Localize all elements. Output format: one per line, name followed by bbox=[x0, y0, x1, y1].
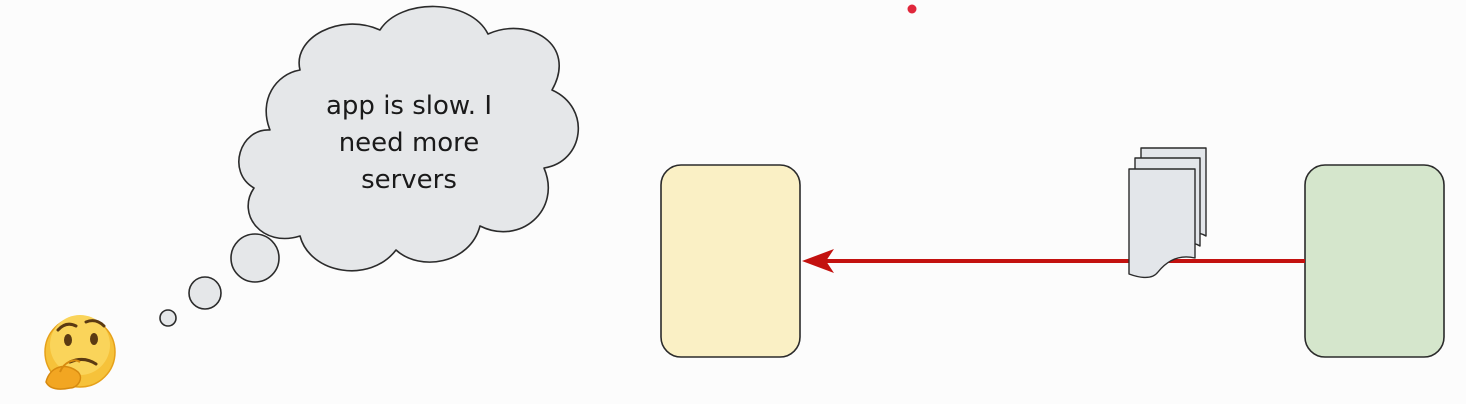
thinking-face-icon bbox=[44, 315, 116, 390]
thought-cloud bbox=[238, 5, 579, 272]
thought-bubble-large bbox=[230, 233, 280, 283]
client-box bbox=[660, 164, 801, 358]
thought-text: app is slow. I need more servers bbox=[326, 91, 492, 195]
server-box bbox=[1304, 164, 1445, 358]
document-stack-icon bbox=[1128, 147, 1207, 279]
pointer-dot bbox=[907, 4, 917, 14]
thought-bubble-small bbox=[159, 309, 177, 327]
thought-bubble-medium bbox=[188, 276, 222, 310]
server-to-client-arrow bbox=[802, 249, 1305, 273]
